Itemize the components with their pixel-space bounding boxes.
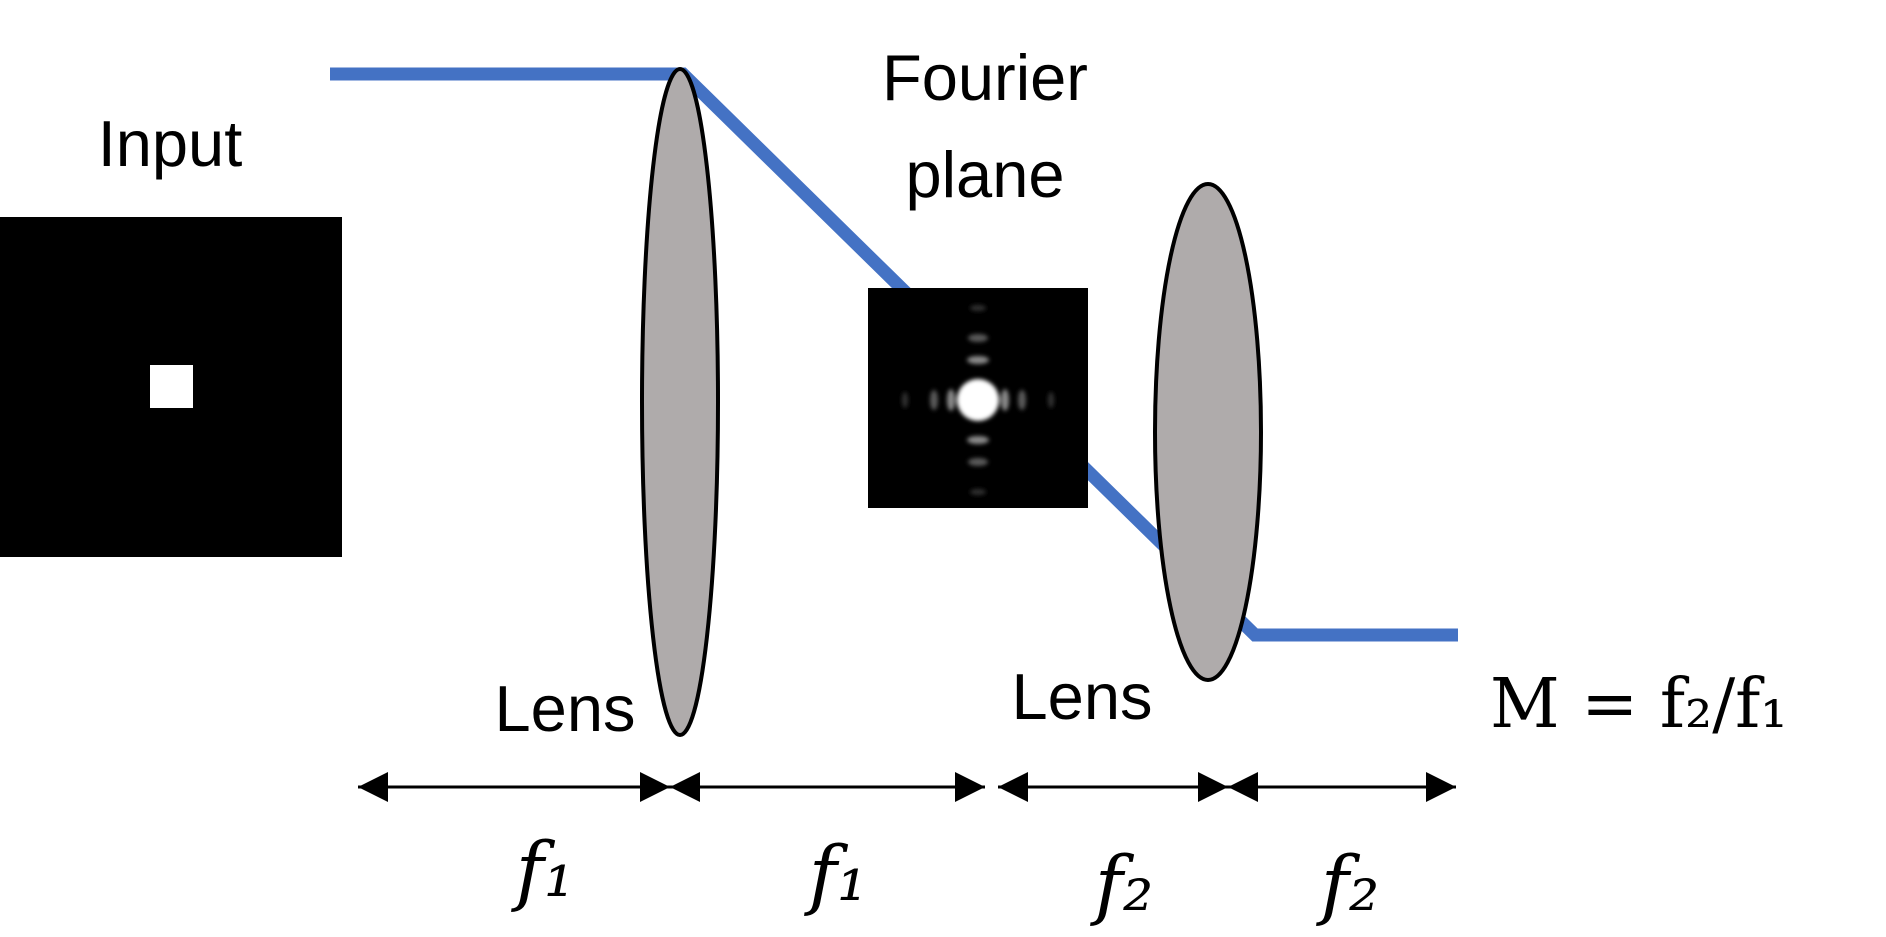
lens-right: [1153, 182, 1263, 682]
lens-left-label: Lens: [495, 672, 636, 745]
fourier-plane-image: [868, 288, 1088, 508]
focal-length-f2-first: f₂: [1090, 839, 1154, 928]
input-aperture: [150, 365, 193, 408]
focal-length-f1-second: f₁: [804, 829, 868, 918]
input-label: Input: [98, 107, 243, 180]
magnification-formula: M = f₂/f₁: [1490, 665, 1788, 744]
focal-length-f1-first: f₁: [511, 825, 575, 914]
focal-length-f2-second: f₂: [1316, 839, 1380, 928]
fourier-plane-label-line1: Fourier: [882, 41, 1088, 114]
fourier-plane-label-line2: plane: [905, 138, 1064, 211]
lens-right-label: Lens: [1012, 660, 1153, 733]
input-object: [0, 217, 342, 557]
lens-left: [640, 67, 720, 737]
